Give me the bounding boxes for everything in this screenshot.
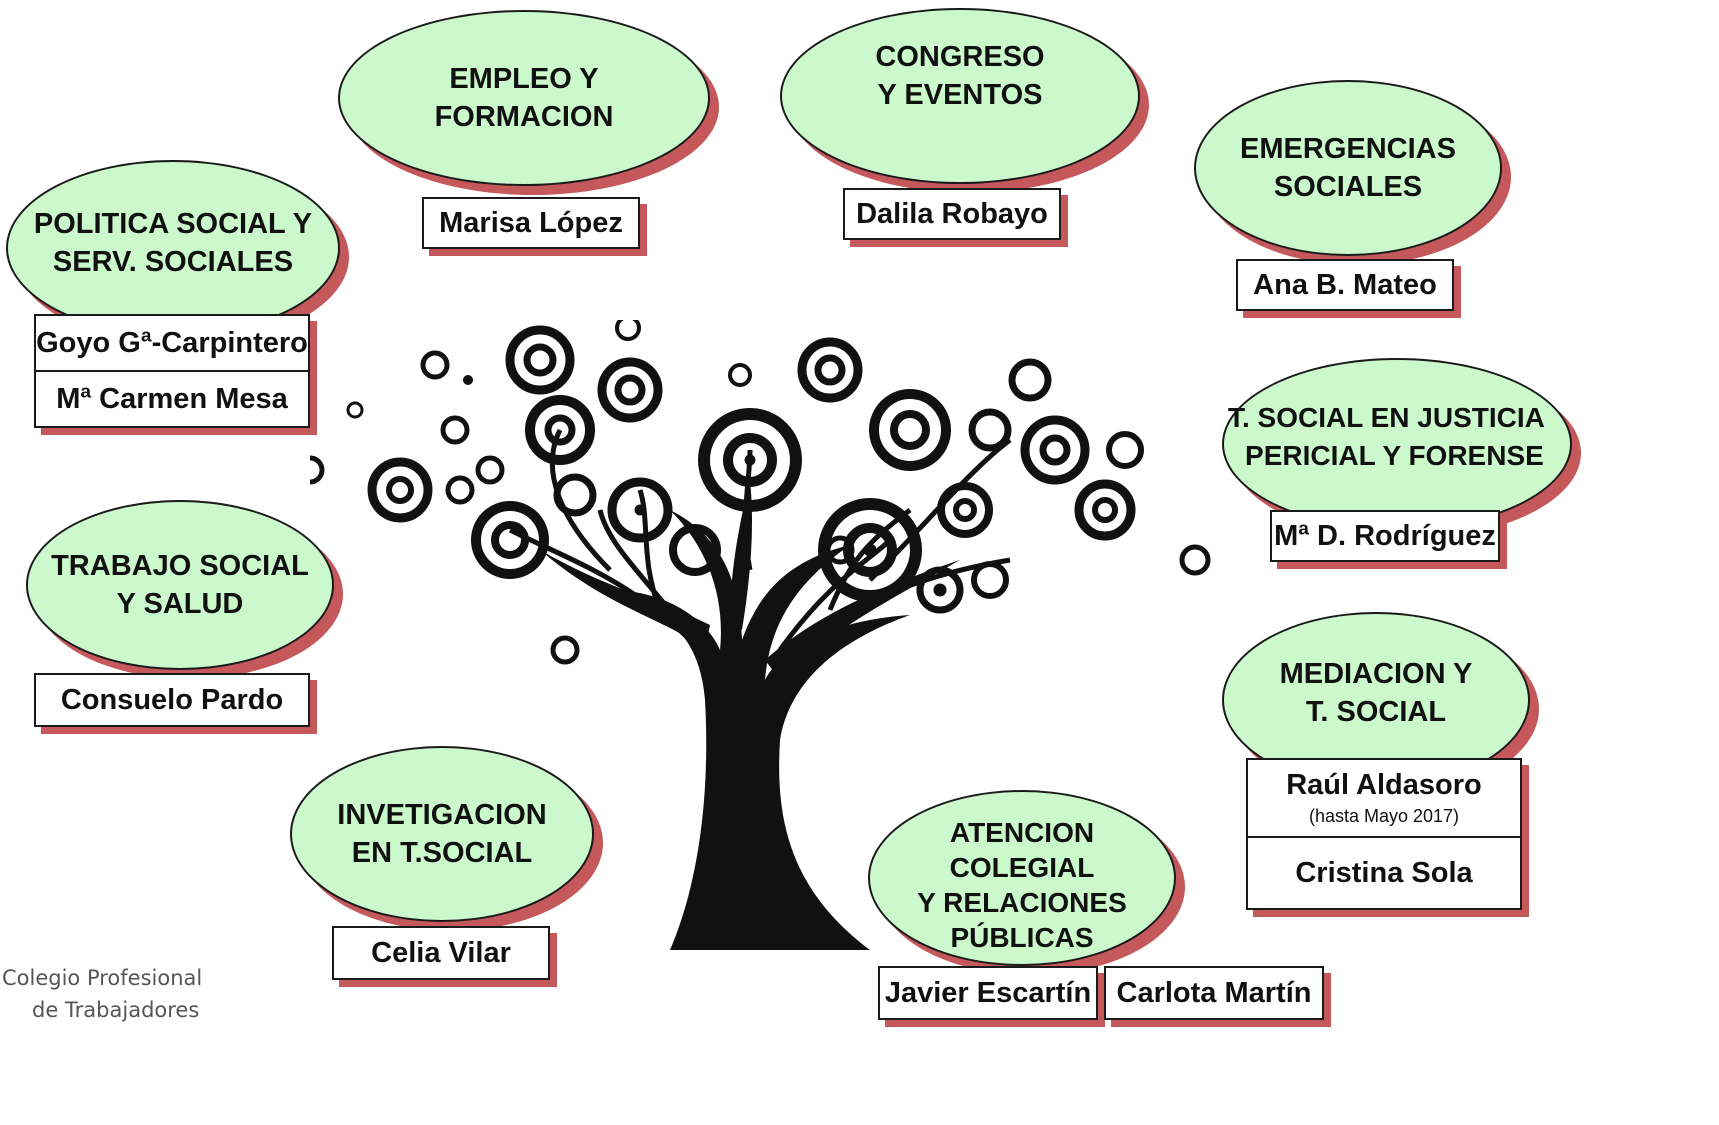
group-title-line: MEDIACION Y [1279, 658, 1473, 690]
member-name: Mª D. Rodríguez [1274, 519, 1496, 552]
group-title-line: INVETIGACION [337, 799, 547, 831]
group-title-line: Y RELACIONES [917, 887, 1127, 918]
group-title-line: PÚBLICAS [950, 922, 1094, 953]
member-box-politica-social: Goyo Gª-Carpintero Mª Carmen Mesa [34, 314, 310, 428]
member-name: Javier Escartín [884, 976, 1092, 1009]
group-title-line: Y SALUD [116, 588, 244, 620]
group-title-line: T. SOCIAL [1305, 696, 1447, 728]
group-title-line: POLITICA SOCIAL Y [33, 208, 313, 240]
group-bubble-investigacion: INVETIGACION EN T.SOCIAL [290, 746, 594, 922]
member-name: Mª Carmen Mesa [56, 382, 288, 415]
group-title-line: FORMACION [434, 101, 614, 133]
member-name: Raúl Aldasoro [1286, 769, 1482, 802]
tree-illustration [310, 320, 1211, 950]
member-box-atencion-1: Javier Escartín [878, 966, 1098, 1020]
member-box-congreso: Dalila Robayo [843, 188, 1061, 240]
group-title-line: SOCIALES [1273, 171, 1423, 203]
member-name: Dalila Robayo [856, 197, 1048, 230]
group-bubble-empleo: EMPLEO Y FORMACION [338, 10, 710, 186]
group-bubble-emergencias: EMERGENCIAS SOCIALES [1194, 80, 1502, 256]
logo-line: Colegio Profesional [2, 966, 203, 990]
group-bubble-salud: TRABAJO SOCIAL Y SALUD [26, 500, 334, 670]
member-box-emergencias: Ana B. Mateo [1236, 259, 1454, 311]
member-box-salud: Consuelo Pardo [34, 673, 310, 727]
logo-line: de Trabajadores [32, 998, 200, 1022]
member-box-atencion-2: Carlota Martín [1104, 966, 1324, 1020]
member-box-justicia: Mª D. Rodríguez [1270, 510, 1500, 562]
group-title-line: PERICIAL Y FORENSE [1245, 440, 1544, 471]
member-name: Carlota Martín [1116, 976, 1312, 1009]
member-box-mediacion: Raúl Aldasoro (hasta Mayo 2017) Cristina … [1246, 758, 1522, 910]
group-title-line: SERV. SOCIALES [52, 246, 294, 278]
group-title-line: EMERGENCIAS [1240, 133, 1456, 165]
member-note: (hasta Mayo 2017) [1308, 806, 1460, 827]
member-box-empleo: Marisa López [422, 197, 640, 249]
group-title-line: EN T.SOCIAL [351, 837, 533, 869]
group-title-line: TRABAJO SOCIAL [51, 550, 309, 582]
group-title-line: COLEGIAL [949, 852, 1095, 883]
group-bubble-atencion-colegial: ATENCION COLEGIAL Y RELACIONES PÚBLICAS [868, 790, 1176, 966]
group-title-line: ATENCION [949, 817, 1095, 848]
group-bubble-justicia: T. SOCIAL EN JUSTICIA PERICIAL Y FORENSE [1222, 358, 1572, 530]
member-name: Goyo Gª-Carpintero [36, 326, 308, 359]
member-name: Consuelo Pardo [60, 683, 284, 716]
member-name: Ana B. Mateo [1253, 268, 1437, 301]
group-title-line: Y EVENTOS [877, 79, 1043, 111]
member-name: Marisa López [439, 206, 623, 239]
group-title-line: T. SOCIAL EN JUSTICIA [1228, 402, 1545, 433]
group-bubble-politica-social: POLITICA SOCIAL Y SERV. SOCIALES [6, 160, 340, 336]
group-title-line: EMPLEO Y [449, 63, 599, 95]
group-bubble-congreso: CONGRESO Y EVENTOS [780, 8, 1140, 184]
member-box-investigacion: Celia Vilar [332, 926, 550, 980]
member-name: Celia Vilar [371, 936, 511, 969]
member-name: Cristina Sola [1295, 856, 1473, 889]
group-title-line: CONGRESO [875, 41, 1045, 73]
